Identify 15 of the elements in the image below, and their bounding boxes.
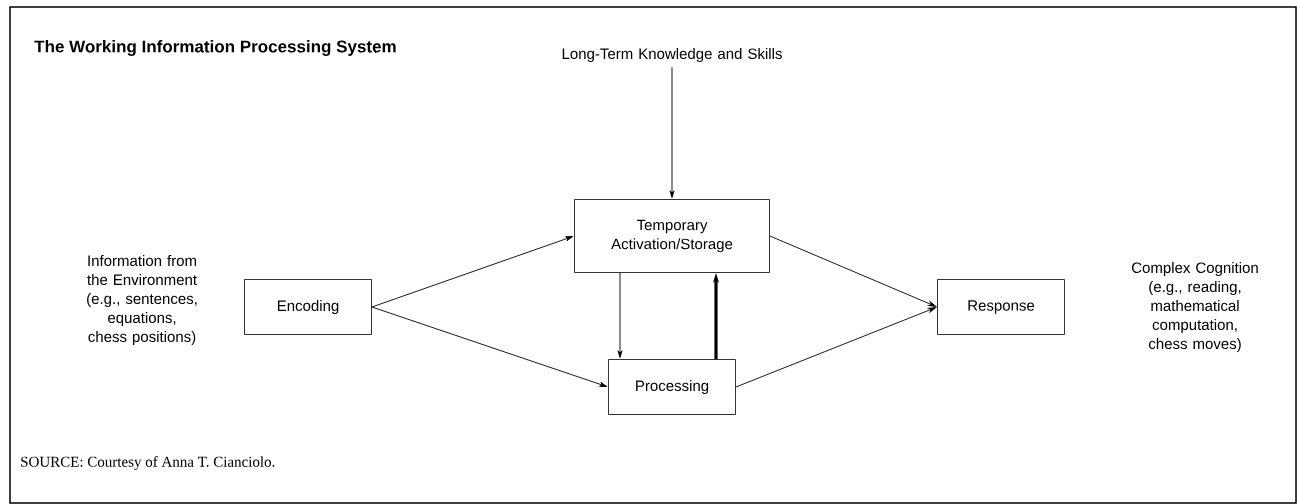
process-box: Response [937, 279, 1065, 335]
process-box: Temporary Activation/Storage [574, 199, 770, 273]
process-box: Encoding [244, 279, 372, 335]
title: The Working Information Processing System [34, 40, 396, 56]
arrow [371, 236, 574, 308]
arrow [371, 306, 608, 387]
source-note: SOURCE: Courtesy of Anna T. Cianciolo. [21, 456, 275, 470]
side-note: Complex Cognition (e.g., reading, mathematical computation, chess moves) [1132, 262, 1258, 352]
arrow [669, 66, 675, 198]
arrow [735, 307, 937, 388]
side-note: Information from the Environment (e.g., sentences, equations, chess positions) [87, 255, 197, 345]
arrow [617, 272, 623, 358]
process-box: Processing [608, 359, 736, 415]
input-text: Long-Term Knowledge and Skills [562, 48, 782, 62]
arrow [769, 235, 937, 307]
